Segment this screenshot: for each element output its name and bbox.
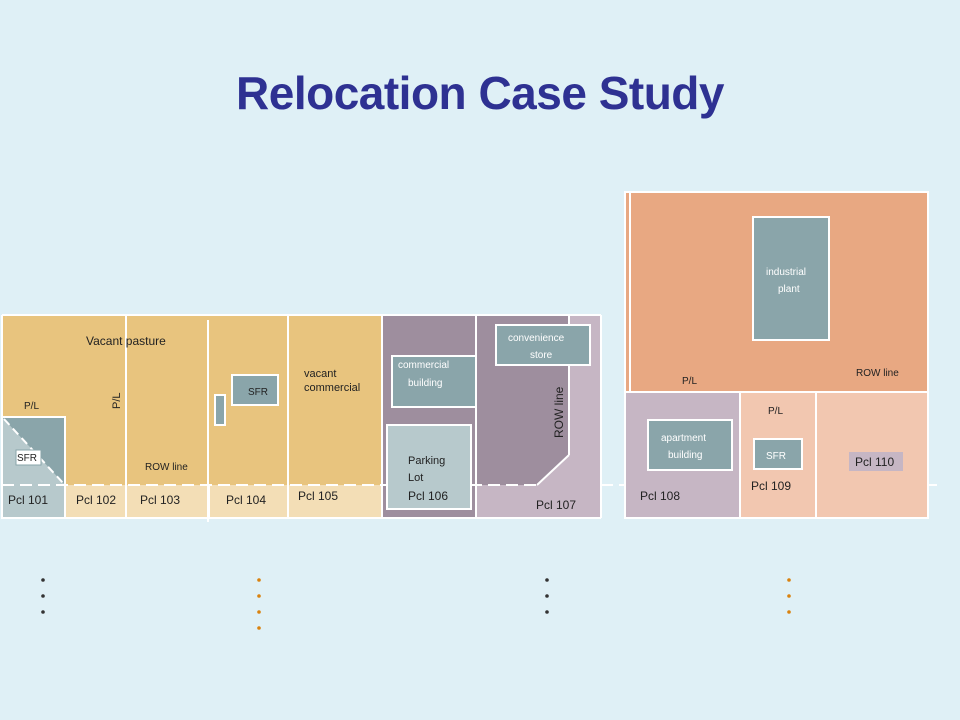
label-parking-lot-1: Parking	[408, 455, 445, 467]
label-convenience-store-1: convenience	[508, 333, 565, 344]
label-sfr-109: SFR	[766, 451, 786, 462]
label-row-line-vertical: ROW line	[552, 386, 566, 438]
industrial-plant-building	[752, 216, 830, 341]
label-parking-lot-2: Lot	[408, 472, 423, 484]
label-industrial-plant-2: plant	[778, 284, 800, 295]
label-commercial-building-1: commercial	[398, 360, 449, 371]
apartment-building	[647, 419, 733, 471]
parking-lot	[386, 424, 472, 510]
label-vacant-commercial-1: vacant	[304, 368, 336, 380]
label-convenience-store-2: store	[530, 350, 553, 361]
label-sfr-104: SFR	[248, 387, 268, 398]
pcl-110-tag	[849, 452, 903, 471]
label-apartment-building-1: apartment	[661, 433, 706, 444]
label-pl-vertical: P/L	[111, 392, 123, 409]
convenience-store-building	[495, 324, 591, 366]
label-pcl-109: Pcl 109	[751, 479, 791, 493]
label-pcl-110: Pcl 110	[855, 455, 894, 469]
sfr-101-box	[15, 449, 42, 466]
label-pl-101: P/L	[24, 401, 39, 412]
sfr-109-building	[753, 438, 803, 470]
label-pcl-106: Pcl 106	[408, 489, 448, 503]
dots-column-2	[257, 578, 261, 630]
label-apartment-building-2: building	[668, 450, 702, 461]
label-pcl-101: Pcl 101	[8, 493, 48, 507]
label-vacant-pasture: Vacant pasture	[86, 334, 166, 348]
label-pcl-102: Pcl 102	[76, 493, 116, 507]
slide-title: Relocation Case Study	[236, 67, 724, 119]
label-row-line-left: ROW line	[145, 462, 188, 473]
shed-103-building	[214, 394, 226, 426]
label-commercial-building-2: building	[408, 378, 442, 389]
dots-column-3	[545, 578, 549, 614]
dots-column-1	[41, 578, 45, 614]
label-sfr-101: SFR	[17, 453, 37, 464]
parcel-lines-right	[624, 191, 929, 519]
label-pcl-107: Pcl 107	[536, 498, 576, 512]
label-vacant-commercial-2: commercial	[304, 382, 360, 394]
label-industrial-plant-1: industrial	[766, 267, 806, 278]
dots-column-4	[787, 578, 791, 614]
label-row-line-right: ROW line	[856, 368, 899, 379]
commercial-building	[391, 355, 477, 408]
label-pl-109: P/L	[768, 406, 783, 417]
sfr-104-building	[231, 374, 279, 406]
label-pcl-108: Pcl 108	[640, 489, 680, 503]
label-pcl-104: Pcl 104	[226, 493, 266, 507]
label-pcl-105: Pcl 105	[298, 489, 338, 503]
label-pcl-103: Pcl 103	[140, 493, 180, 507]
label-pl-108: P/L	[682, 376, 697, 387]
